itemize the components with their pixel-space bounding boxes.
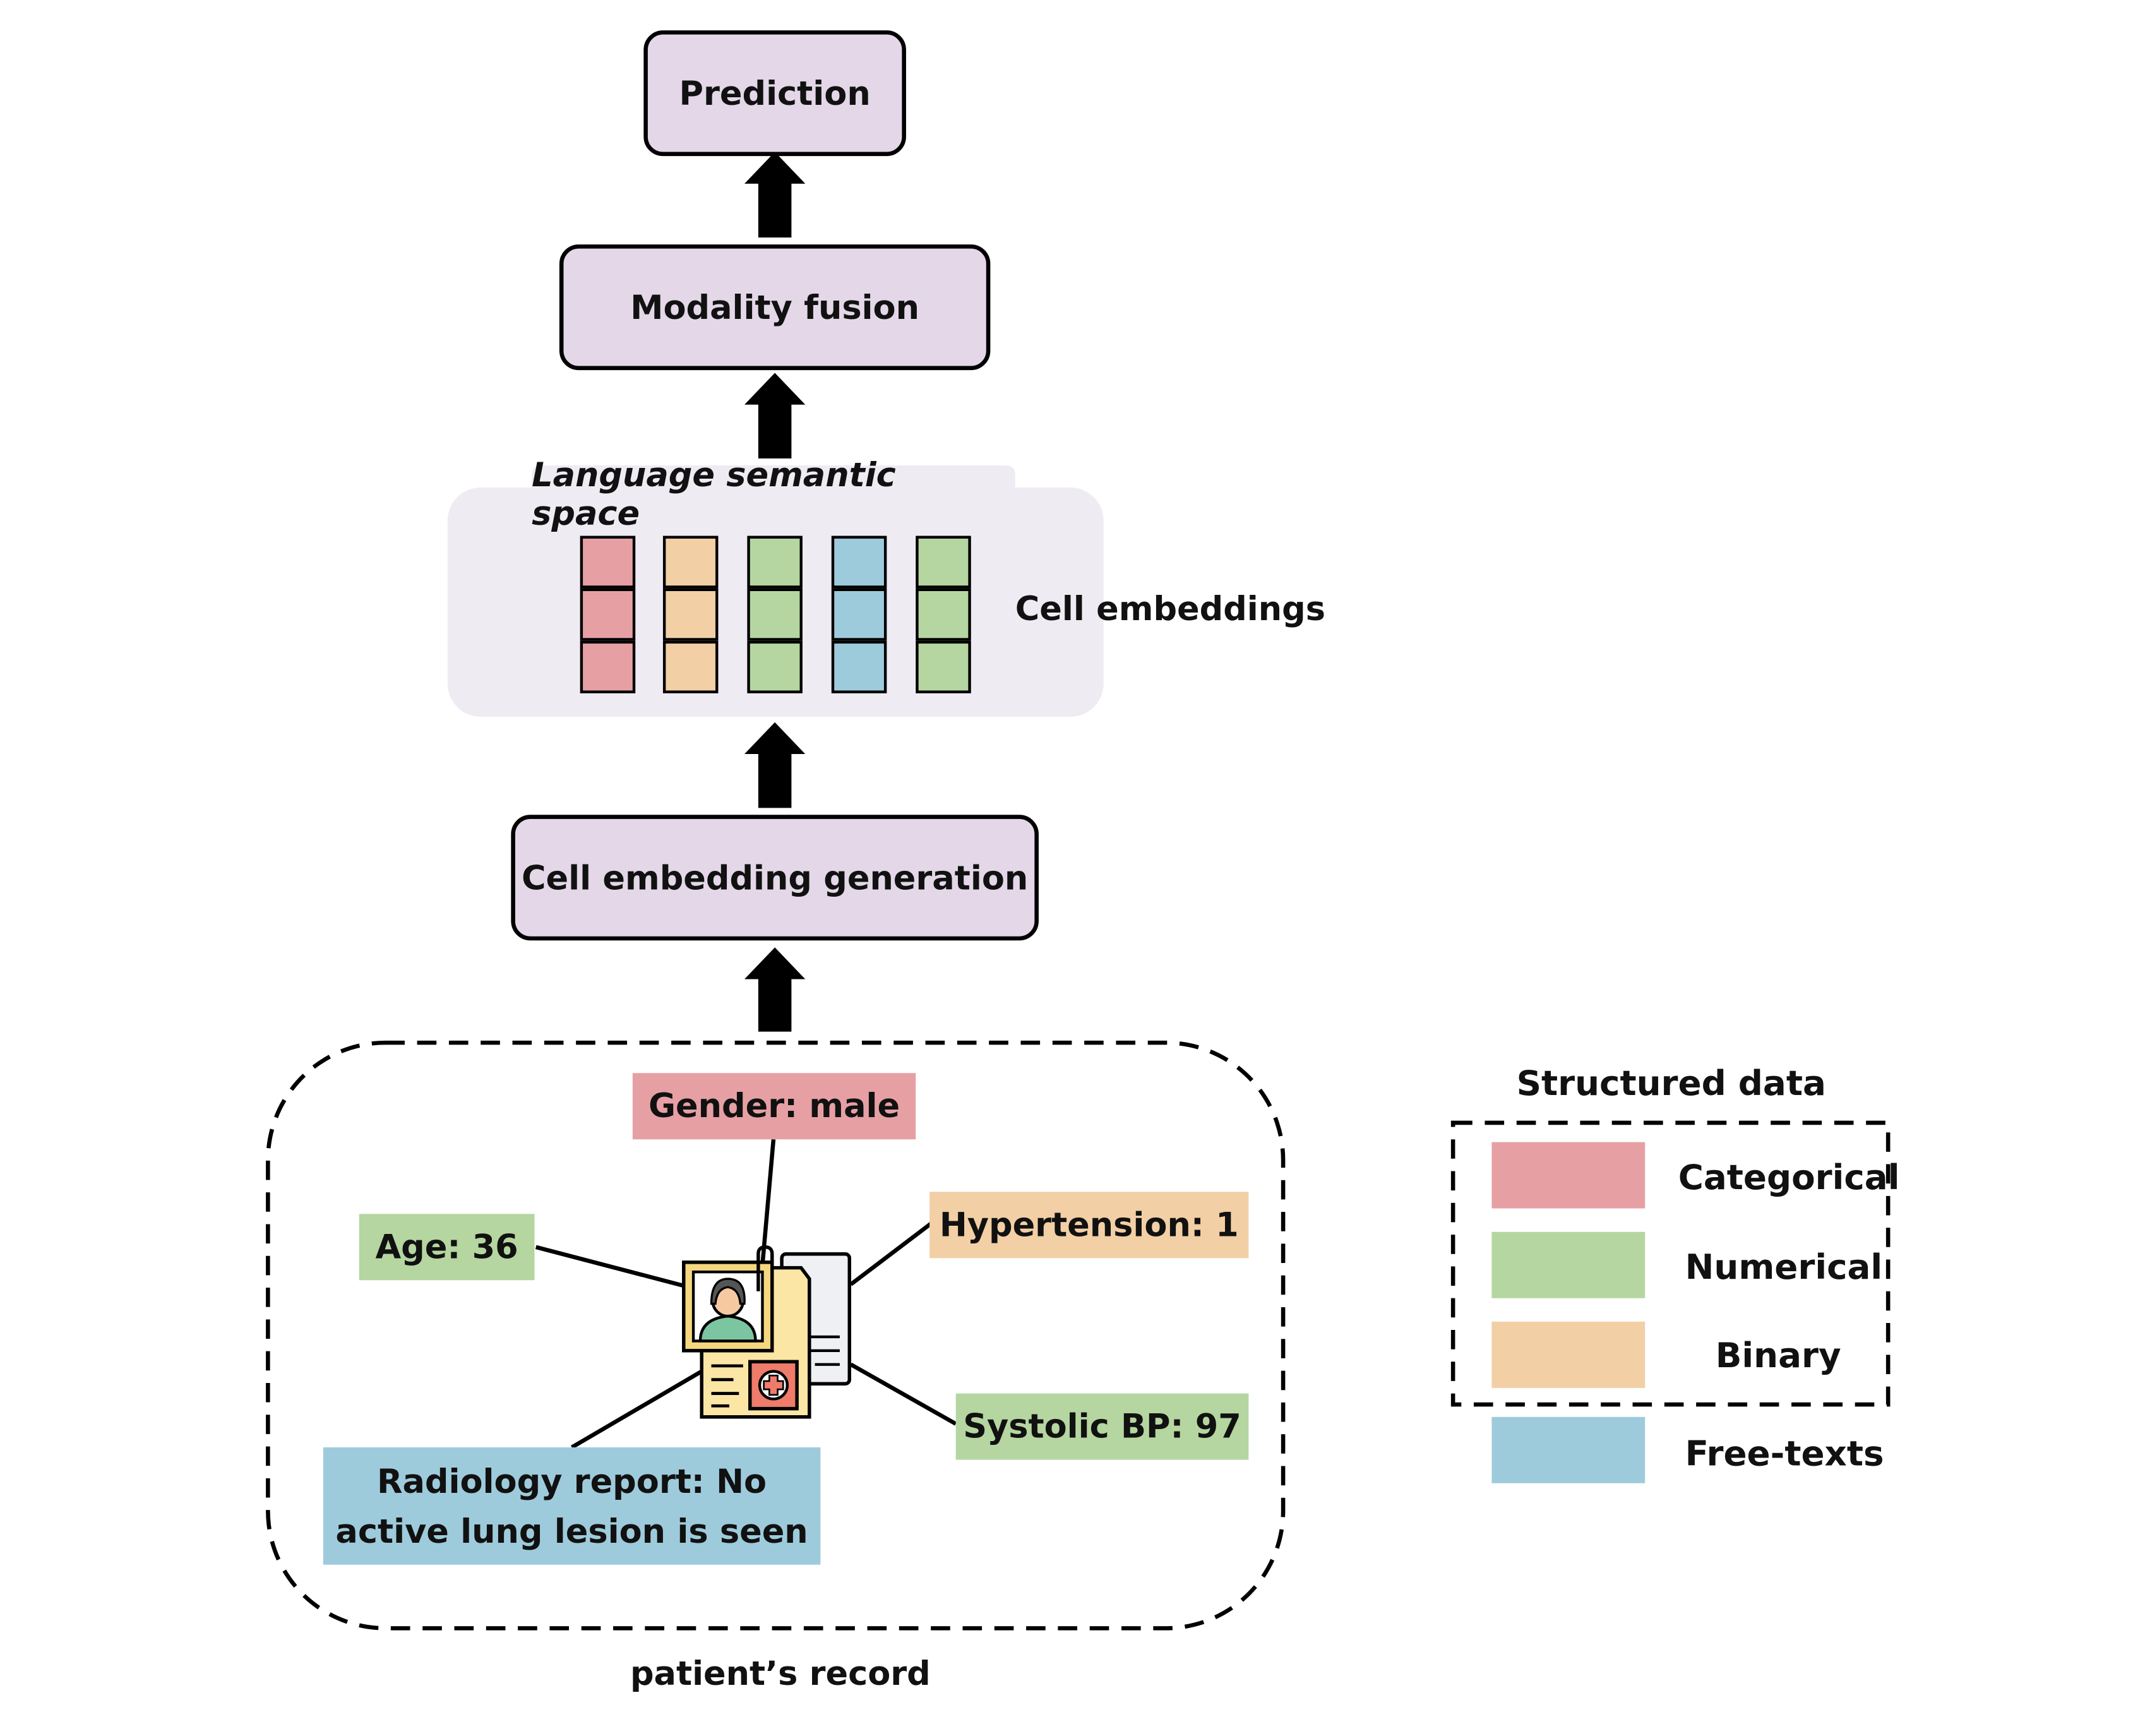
- embedding-cell-binary: [662, 640, 719, 693]
- legend-swatch-binary: [1491, 1321, 1646, 1388]
- embedding-cell-free-text: [831, 588, 887, 641]
- patient-record-icon: [682, 1245, 851, 1419]
- patient-record-caption: patient’s record: [630, 1654, 931, 1694]
- embedding-cell-numerical: [747, 588, 803, 641]
- cell-embeddings-label: Cell embeddings: [1015, 589, 1325, 629]
- embedding-cell-categorical: [580, 640, 636, 693]
- embedding-cell-numerical: [747, 536, 803, 589]
- embedding-cell-binary: [662, 588, 719, 641]
- arrow-up-icon: [744, 722, 806, 808]
- legend-label-numerical: Numerical: [1685, 1246, 1883, 1287]
- radiology-report-line-2: active lung lesion is seen: [335, 1511, 808, 1550]
- legend-label-categorical: Categorical: [1678, 1156, 1900, 1197]
- systolic-bp-tag: Systolic BP: 97: [955, 1393, 1249, 1460]
- connector-line: [849, 1221, 933, 1286]
- age-tag: Age: 36: [359, 1214, 535, 1281]
- connector-line: [849, 1362, 957, 1426]
- legend-swatch-numerical: [1491, 1231, 1646, 1298]
- gender-tag: Gender: male: [632, 1073, 916, 1140]
- patient-record-frame: [266, 1040, 1286, 1631]
- embedding-cell-binary: [662, 536, 719, 589]
- radiology-report-tag: Radiology report: No active lung lesion …: [323, 1447, 821, 1565]
- embedding-cell-categorical: [580, 588, 636, 641]
- embedding-cell-numerical: [916, 640, 971, 693]
- embedding-cell-numerical: [916, 536, 971, 589]
- embedding-cell-categorical: [580, 536, 636, 589]
- radiology-report-line-1: Radiology report: No: [377, 1461, 767, 1501]
- legend-label-binary: Binary: [1715, 1334, 1841, 1375]
- embedding-cell-numerical: [747, 640, 803, 693]
- legend-title: Structured data: [1516, 1063, 1826, 1104]
- legend-swatch-categorical: [1491, 1142, 1646, 1209]
- arrow-up-icon: [744, 947, 806, 1032]
- arrow-up-icon: [744, 373, 806, 459]
- embedding-cell-free-text: [831, 640, 887, 693]
- legend-frame: [1450, 1120, 1891, 1407]
- legend-swatch-free-texts: [1491, 1416, 1646, 1483]
- legend-label-free-texts: Free-texts: [1685, 1432, 1884, 1473]
- connector-line: [535, 1245, 684, 1288]
- embedding-cell-free-text: [831, 536, 887, 589]
- connector-line: [570, 1369, 703, 1449]
- semantic-space-title: Language semantic space: [532, 455, 896, 534]
- hypertension-tag: Hypertension: 1: [929, 1192, 1249, 1259]
- connector-line: [760, 1139, 776, 1266]
- embedding-cell-numerical: [916, 588, 971, 641]
- cell-embedding-generation-box: Cell embedding generation: [511, 815, 1039, 941]
- prediction-box: Prediction: [643, 30, 906, 157]
- modality-fusion-box: Modality fusion: [559, 244, 991, 371]
- arrow-up-icon: [744, 152, 806, 238]
- semantic-space-title-tab: Language semantic space: [532, 456, 1015, 533]
